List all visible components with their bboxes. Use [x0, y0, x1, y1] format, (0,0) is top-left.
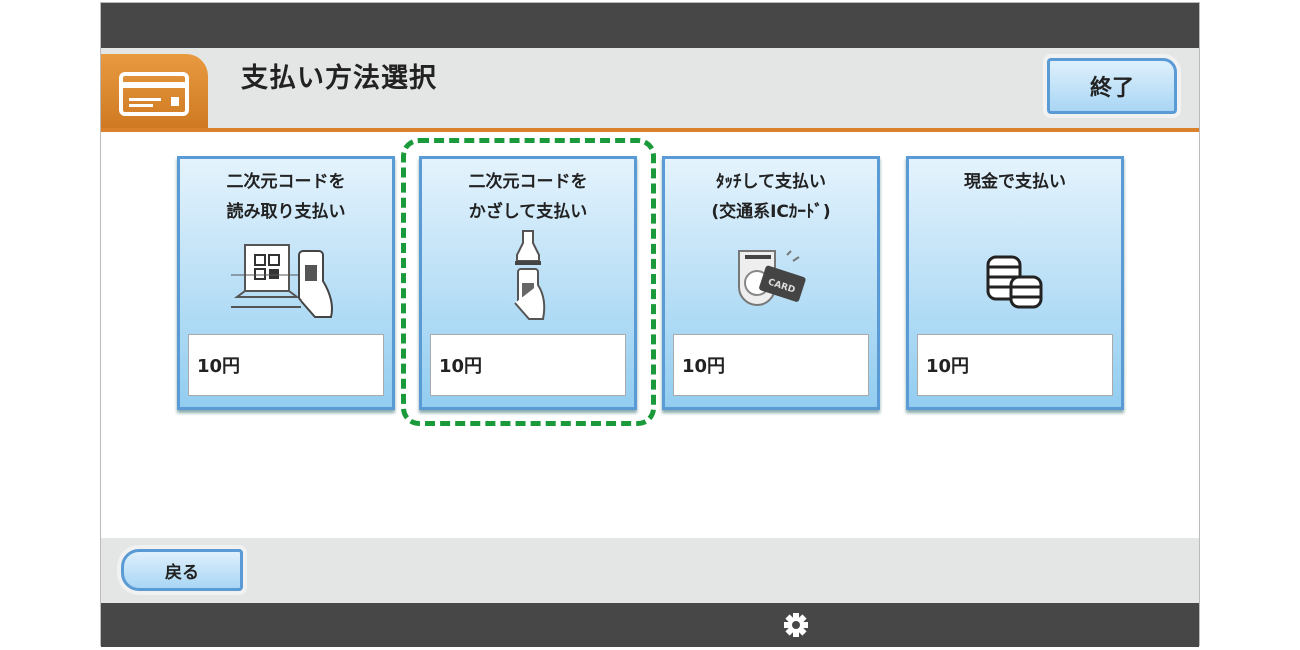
end-button[interactable]: 終了 — [1047, 58, 1177, 114]
option-label: 二次元コードをかざして支払い — [468, 172, 588, 222]
option-qr-present[interactable]: 二次元コードをかざして支払い 10円 — [419, 156, 637, 410]
option-qr-scan[interactable]: 二次元コードを読み取り支払い 10円 — [177, 156, 395, 410]
qr-scan-icon — [231, 244, 333, 318]
option-label: 現金で支払い — [964, 172, 1066, 192]
option-label: 二次元コードを読み取り支払い — [226, 172, 346, 222]
payment-screen: 支払い方法選択 終了 二次元コードを読み取り支払い 10円 二次元コードをかざし… — [100, 2, 1200, 647]
back-button[interactable]: 戻る — [121, 549, 243, 591]
ic-card-icon: CARD — [738, 250, 806, 306]
coins-icon — [986, 255, 1043, 309]
payment-options: 二次元コードを読み取り支払い 10円 二次元コードをかざして支払い — [101, 132, 1199, 538]
footer: 戻る — [101, 538, 1199, 603]
option-price: 10円 — [430, 334, 626, 396]
top-bar — [101, 3, 1199, 48]
credit-card-icon — [119, 72, 189, 116]
bottom-bar — [101, 603, 1199, 647]
option-label: ﾀｯﾁして支払い(交通系ICｶｰﾄﾞ) — [711, 172, 831, 222]
option-price: 10円 — [188, 334, 384, 396]
option-cash[interactable]: 現金で支払い 10円 — [906, 156, 1124, 410]
option-price: 10円 — [917, 334, 1113, 396]
qr-present-icon — [514, 230, 546, 320]
header: 支払い方法選択 終了 — [101, 48, 1199, 132]
option-ic-card[interactable]: ﾀｯﾁして支払い(交通系ICｶｰﾄﾞ) CARD 10円 — [662, 156, 880, 410]
header-tab — [101, 54, 208, 128]
option-price: 10円 — [673, 334, 869, 396]
gear-icon[interactable] — [783, 612, 809, 638]
page-title: 支払い方法選択 — [241, 63, 437, 94]
